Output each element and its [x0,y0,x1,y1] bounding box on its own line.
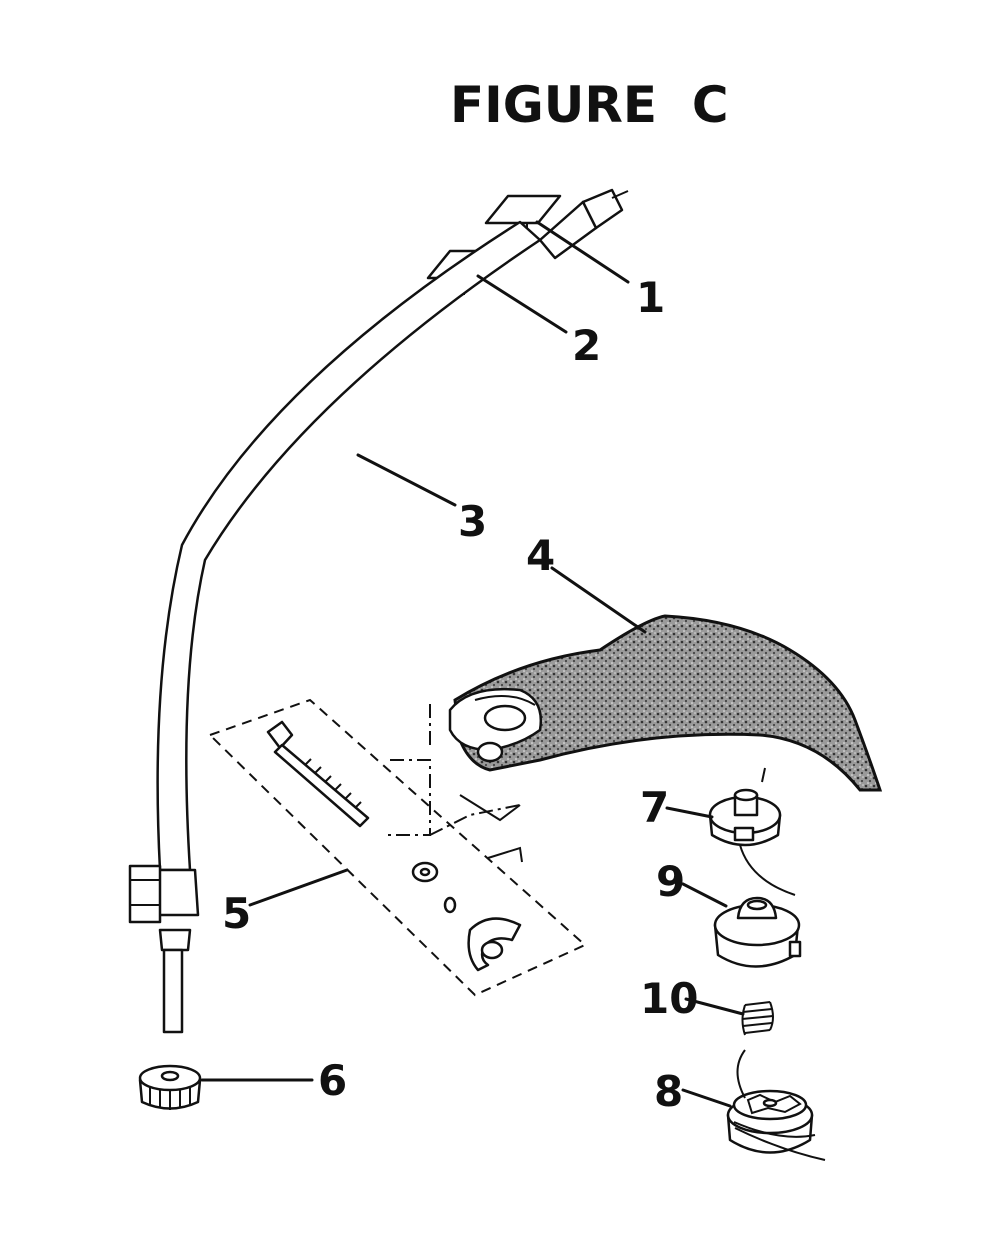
debris-shield [448,614,883,792]
inner-reel [726,1049,826,1161]
spring [741,1001,774,1036]
drive-cap [138,1064,202,1110]
leader-lines [200,220,745,1108]
callout-8: 8 [654,1067,683,1116]
callout-10: 10 [640,974,698,1023]
callout-7: 7 [640,783,669,832]
callout-9: 9 [656,857,685,906]
spool-housing [713,896,802,968]
spool-cover [708,767,796,896]
callout-1: 1 [636,273,665,322]
callout-6: 6 [318,1056,347,1105]
hardware-kit [208,698,587,997]
callout-2: 2 [572,321,601,370]
callout-3: 3 [458,497,487,546]
callout-4: 4 [526,531,555,580]
curved-shaft [128,188,629,1034]
figure-title: FIGURE C [450,76,729,134]
callout-5: 5 [222,889,251,938]
